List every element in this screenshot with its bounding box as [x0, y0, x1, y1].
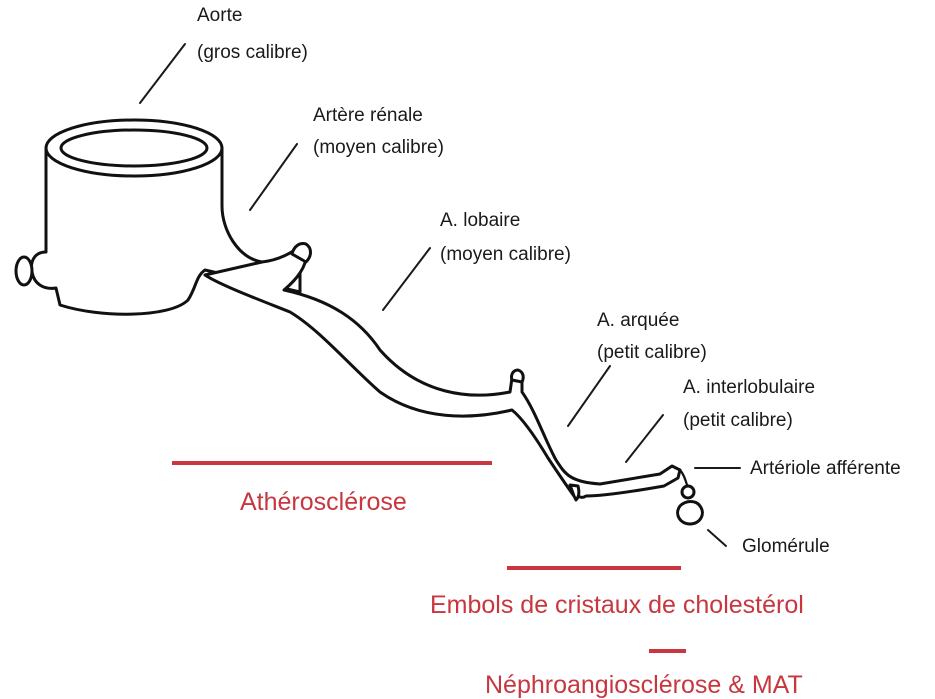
- glomerulus-group: [678, 470, 703, 524]
- arteriole-afferente-label: Artériole afférente: [750, 458, 901, 479]
- aorta-lumen: [61, 130, 207, 166]
- aorta-side-branch-opening: [16, 257, 32, 285]
- interlobulaire-label-line1: A. interlobulaire: [683, 377, 815, 398]
- glomerule-leader-line: [708, 530, 726, 546]
- lobar-branch-stub: [511, 370, 523, 382]
- nephroangiosclerose-label: Néphroangiosclérose & MAT: [485, 671, 803, 699]
- atherosclerose-label: Athérosclérose: [240, 488, 407, 516]
- interlobulaire-label-line2: (petit calibre): [683, 410, 793, 431]
- afferent-arteriole-knob: [682, 486, 694, 498]
- aorte-label-line1: Aorte: [197, 5, 242, 26]
- artere-renale-label-line2: (moyen calibre): [313, 137, 444, 158]
- aorte-label-line2: (gros calibre): [197, 42, 308, 63]
- leader-lines: [140, 44, 740, 546]
- arquee-label-line1: A. arquée: [597, 310, 679, 331]
- glomerulus-shape: [678, 502, 703, 525]
- renal-artery-trunk: [205, 248, 680, 497]
- arquee-leader-line: [568, 366, 610, 426]
- artere-renale-leader-line: [250, 144, 297, 210]
- lobaire-label-line1: A. lobaire: [440, 210, 520, 231]
- anatomy-labels: Aorte (gros calibre) Artère rénale (moye…: [197, 5, 901, 557]
- lobaire-label-line2: (moyen calibre): [440, 244, 571, 265]
- arcuate-down-branch: [570, 485, 579, 500]
- interlobulaire-leader-line: [626, 415, 663, 462]
- lobaire-leader-line: [383, 248, 430, 310]
- embols-label: Embols de cristaux de cholestérol: [430, 591, 804, 619]
- pathology-ranges: Athérosclérose Embols de cristaux de cho…: [172, 463, 804, 699]
- arquee-label-line2: (petit calibre): [597, 342, 707, 363]
- aorte-leader-line: [140, 44, 185, 103]
- artere-renale-label-line1: Artère rénale: [313, 105, 423, 126]
- glomerule-label: Glomérule: [742, 536, 830, 557]
